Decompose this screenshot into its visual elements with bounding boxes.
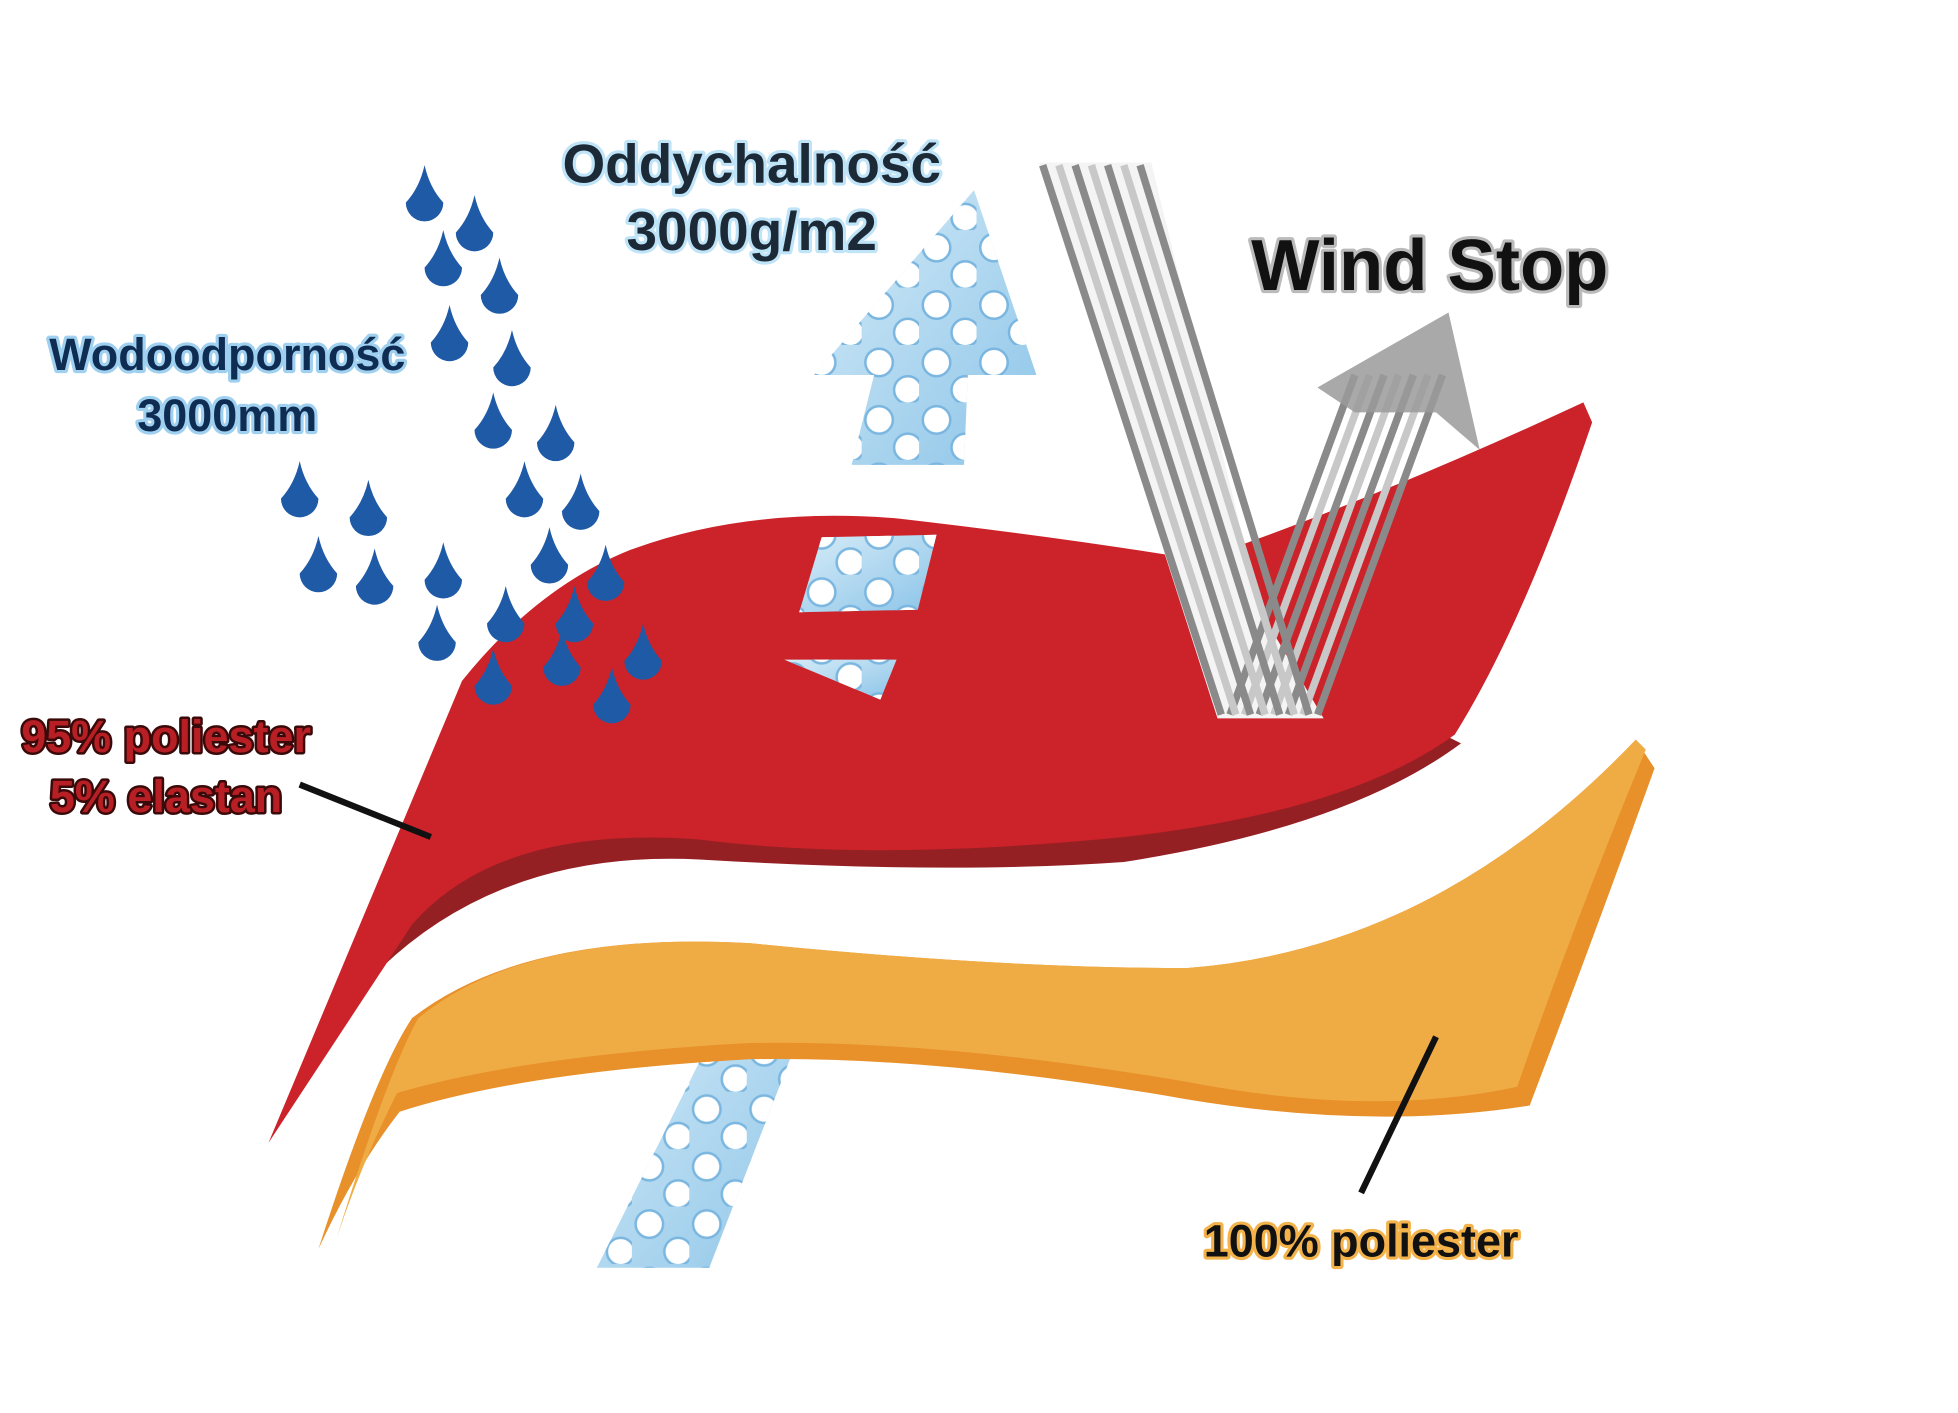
water-drop-icon [349, 479, 388, 537]
water-drop-icon [493, 330, 531, 387]
wind-stop-arrow [1038, 162, 1480, 719]
air-arrow-up [814, 190, 1037, 465]
water-drop-icon [430, 305, 469, 362]
wind-stripe [1314, 373, 1447, 716]
water-drop-icon [280, 461, 319, 518]
water-drop-icon [561, 473, 600, 530]
inner-leader-line [1358, 1035, 1439, 1195]
wind-stripe [1055, 164, 1240, 716]
water-drop-icon [405, 165, 444, 222]
air-window-lower [784, 659, 897, 700]
wind-stripe [1104, 164, 1284, 716]
water-drop-icon [480, 257, 519, 314]
wind-stripe [1087, 164, 1269, 716]
wind-arrowhead-icon [1317, 312, 1480, 450]
water-drop-icon [536, 404, 575, 462]
water-drop-icon [593, 667, 631, 724]
water-drop-icon [474, 648, 512, 705]
outer-leader-line [298, 781, 432, 840]
water-drop-icon [424, 542, 463, 599]
water-drop-icon [474, 392, 512, 449]
water-drop-icon [586, 544, 625, 601]
wind-stop-label: Wind Stop [1251, 225, 1608, 306]
water-drop-icon [299, 536, 338, 593]
water-drop-icon [424, 230, 463, 287]
wind-stripe [1039, 164, 1225, 716]
water-drop-icon [530, 527, 569, 584]
air-window-upper [799, 534, 937, 613]
waterproof-value: 3000mm [137, 390, 317, 441]
inner-material-label: 100% poliester [1204, 1216, 1519, 1267]
water-drop-icon [624, 623, 662, 680]
wind-stripe [1284, 373, 1417, 716]
water-drop-icon [418, 604, 456, 661]
water-drop-icon [555, 585, 594, 643]
wind-stripe [1071, 164, 1255, 716]
waterproof-title: Wodoodporność [49, 329, 405, 380]
water-drops [280, 165, 662, 724]
outer-material-line1: 95% poliester [21, 711, 311, 762]
wind-stripe [1299, 373, 1432, 716]
water-drop-icon [455, 195, 494, 252]
breathability-value: 3000g/m2 [627, 200, 877, 262]
water-drop-icon [505, 461, 544, 518]
water-drop-icon [355, 548, 394, 605]
inner-layer [318, 739, 1655, 1250]
outer-material-line2: 5% elastan [50, 771, 282, 822]
water-drop-icon [487, 585, 525, 643]
breathability-title: Oddychalność [562, 133, 941, 195]
wind-stripe [1120, 164, 1298, 716]
water-drop-icon [543, 629, 581, 686]
wind-stripe [1136, 164, 1313, 716]
